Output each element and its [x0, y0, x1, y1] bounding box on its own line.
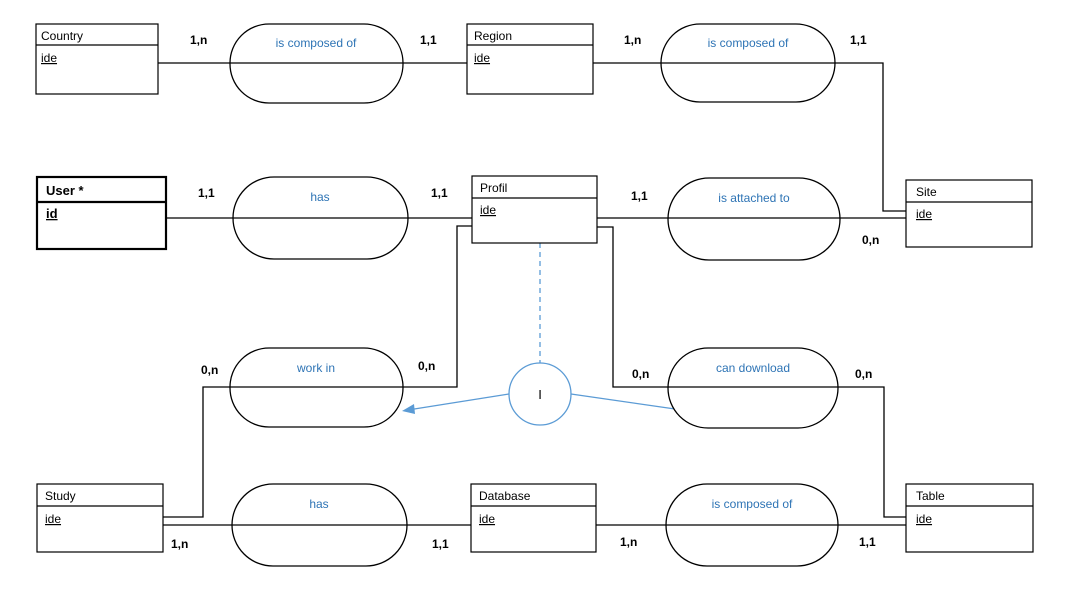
- constraint-label: I: [538, 387, 542, 402]
- constraint-circle: [508, 362, 572, 426]
- entity-title: Table: [916, 489, 945, 503]
- cardinalities: 1,n 1,1 1,n 1,1 1,1 1,1 1,1 0,n 0,n 0,n …: [171, 33, 879, 551]
- inclusion-constraint: I: [402, 243, 676, 426]
- line-region-site-right: [835, 62, 906, 212]
- relationship-is-composed-of-1: is composed of: [229, 23, 404, 104]
- entity-country: Country ide: [35, 23, 159, 95]
- entity-site: Site ide: [905, 179, 1033, 248]
- relationship-has-user: has: [232, 176, 409, 260]
- relationship-label: is composed of: [276, 36, 357, 50]
- cardinality-table-download: 0,n: [855, 367, 872, 381]
- relationship-label: is composed of: [712, 497, 793, 511]
- constraint-download-line: [570, 393, 676, 410]
- relationship-label: is composed of: [708, 36, 789, 50]
- cardinality-site-top: 1,1: [850, 33, 867, 47]
- cardinality-region-left: 1,1: [420, 33, 437, 47]
- cardinality-study-has: 1,n: [171, 537, 188, 551]
- cardinality-profil-workin: 0,n: [418, 359, 435, 373]
- entity-title: Site: [916, 185, 937, 199]
- relationship-label: has: [309, 497, 328, 511]
- cardinality-table-composed: 1,1: [859, 535, 876, 549]
- entity-title: User *: [46, 183, 85, 198]
- entity-title: Profil: [480, 181, 507, 195]
- cardinality-site: 0,n: [862, 233, 879, 247]
- cardinality-user: 1,1: [198, 186, 215, 200]
- entity-title: Database: [479, 489, 531, 503]
- line-profil-workin: [403, 225, 472, 388]
- relationship-label: has: [310, 190, 329, 204]
- line-workin-study: [163, 386, 230, 518]
- entity-title: Region: [474, 29, 512, 43]
- entity-database: Database ide: [470, 483, 597, 553]
- line-download-table: [838, 386, 906, 518]
- entity-table: Table ide: [905, 483, 1034, 553]
- constraint-arrow-line: [407, 393, 510, 411]
- entity-title: Country: [41, 29, 83, 43]
- entity-key: ide: [479, 512, 495, 526]
- entity-key: ide: [916, 512, 932, 526]
- relationship-label: is attached to: [718, 191, 790, 205]
- cardinality-database-composed: 1,n: [620, 535, 637, 549]
- relationship-label: work in: [296, 361, 335, 375]
- relationship-has-study: has: [231, 483, 408, 567]
- cardinality-study-workin: 0,n: [201, 363, 218, 377]
- entity-key: ide: [45, 512, 61, 526]
- cardinality-database-has: 1,1: [432, 537, 449, 551]
- relationship-can-download: can download: [667, 347, 839, 429]
- relationship-is-composed-of-3: is composed of: [665, 483, 839, 567]
- relationship-is-composed-of-2: is composed of: [660, 23, 836, 103]
- entity-key: ide: [480, 203, 496, 217]
- entity-profil: Profil ide: [471, 175, 598, 244]
- cardinality-profil-download: 0,n: [632, 367, 649, 381]
- cardinality-profil-user: 1,1: [431, 186, 448, 200]
- entity-region: Region ide: [466, 23, 594, 95]
- entity-key: ide: [916, 207, 932, 221]
- connector-lines: [158, 62, 906, 526]
- entity-study: Study ide: [36, 483, 164, 553]
- entity-title: Study: [45, 489, 76, 503]
- entity-user: User * id: [35, 175, 168, 251]
- cardinality-country: 1,n: [190, 33, 207, 47]
- relationship-label: can download: [716, 361, 790, 375]
- cardinality-profil-site: 1,1: [631, 189, 648, 203]
- line-profil-download: [597, 226, 668, 388]
- entity-key: id: [46, 206, 58, 221]
- constraint-arrowhead: [402, 404, 415, 414]
- entity-key: ide: [41, 51, 57, 65]
- relationship-is-attached-to: is attached to: [667, 177, 841, 261]
- entity-key: ide: [474, 51, 490, 65]
- relationship-work-in: work in: [229, 347, 404, 428]
- cardinality-region-right: 1,n: [624, 33, 641, 47]
